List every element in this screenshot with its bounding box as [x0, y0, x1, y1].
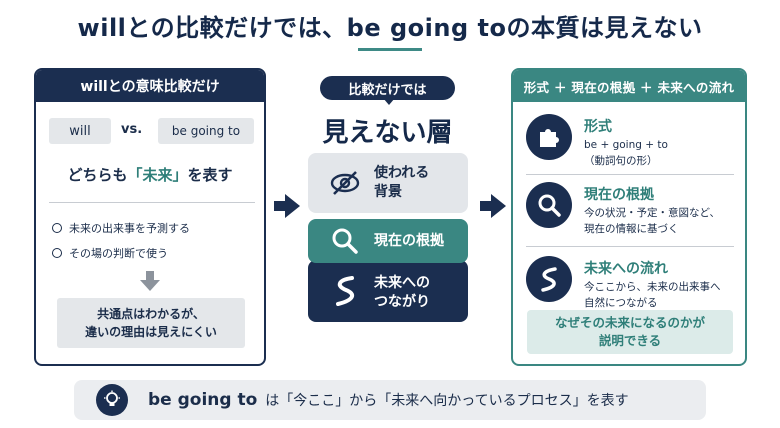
arrow-right-icon [480, 194, 506, 218]
structure-item-line: 今ここから、未来の出来事へ [584, 281, 721, 293]
right-divider [526, 174, 734, 175]
summary-text: be going to は「今ここ」から「未来へ向かっているプロセス」を表す [148, 390, 629, 410]
summary-bar: be going to は「今ここ」から「未来へ向かっているプロセス」を表す [74, 380, 706, 420]
circle-bullet-icon [52, 223, 62, 233]
invisible-layer-heading: 見えない層 [322, 118, 453, 148]
structure-item-text: be + going + to （動詞句の形） [584, 138, 668, 170]
both-highlight: 「未来」 [127, 166, 188, 184]
winding-road-icon [336, 276, 355, 306]
structure-header: 形式 ＋ 現在の根拠 ＋ 未来への流れ [513, 70, 745, 102]
structure-item-text: 今の状況・予定・意図など、 現在の情報に基づく [584, 206, 720, 238]
both-future-statement: どちらも「未来」を表す [36, 164, 264, 185]
layer-connection: 未来への つながり [308, 260, 468, 322]
search-icon [526, 182, 572, 228]
left-divider [49, 202, 255, 203]
layer-present-basis-label: 現在の根拠 [374, 232, 444, 249]
will-comparison-header: willとの意味比較だけ [36, 70, 264, 102]
layer-line: 使われる [374, 165, 430, 182]
structure-item-line: （動詞句の形） [584, 154, 658, 167]
common-line-2: 違いの理由は見えにくい [85, 325, 217, 339]
bullet-item: 未来の出来事を予測する [52, 220, 190, 236]
structure-item-line: 今の状況・予定・意図など、 [584, 207, 720, 219]
structure-item-title: 形式 [584, 119, 612, 135]
eye-slash-icon [330, 171, 360, 195]
conclusion-line: なぜその未来になるのかが [554, 314, 705, 330]
layer-background-label: 使われる 背景 [374, 164, 429, 202]
be-going-to-pill: be going to [158, 118, 254, 144]
summary-keyword: be going to [148, 390, 258, 410]
structure-item-line: 自然につながる [584, 296, 658, 309]
puzzle-icon [526, 114, 572, 160]
search-icon [332, 228, 358, 254]
layer-present-basis: 現在の根拠 [308, 219, 468, 263]
badge-tail [383, 98, 395, 105]
both-pre: どちらも [67, 166, 128, 184]
page-title: willとの比較だけでは、be going toの本質は見えない [77, 14, 703, 42]
bullet-text: その場の判断で使う [69, 247, 168, 260]
be-going-to-structure-panel: 形式 ＋ 現在の根拠 ＋ 未来への流れ 形式 be + going + to （… [511, 68, 747, 366]
layer-connection-label: 未来への つながり [374, 274, 430, 312]
right-divider [526, 246, 734, 247]
title-underline [358, 48, 422, 51]
layer-line: つながり [374, 294, 430, 310]
common-line-1: 共通点はわかるが、 [97, 307, 205, 321]
summary-body: は「今ここ」から「未来へ向かっているプロセス」を表す [265, 393, 629, 409]
structure-item-text: 今ここから、未来の出来事へ 自然につながる [584, 280, 721, 312]
will-pill: will [49, 118, 111, 144]
both-post: を表す [187, 166, 233, 184]
structure-item-title: 現在の根拠 [584, 187, 654, 203]
arrow-down-icon [140, 271, 160, 291]
layer-line: 背景 [374, 184, 402, 200]
layer-line: 未来への [374, 275, 430, 292]
structure-item-title: 未来への流れ [584, 261, 668, 277]
arrow-right-icon [274, 194, 300, 218]
bullet-item: その場の判断で使う [52, 245, 168, 261]
conclusion-line: 説明できる [598, 333, 662, 348]
lightbulb-icon [96, 384, 128, 416]
structure-item-line: 現在の情報に基づく [584, 222, 679, 235]
will-comparison-panel: willとの意味比較だけ will vs. be going to どちらも「未… [34, 68, 266, 366]
common-point-box: 共通点はわかるが、 違いの理由は見えにくい [57, 298, 245, 348]
bullet-text: 未来の出来事を予測する [69, 222, 190, 235]
vs-label: vs. [121, 122, 143, 137]
circle-bullet-icon [52, 248, 62, 258]
structure-item-line: be + going + to [584, 139, 668, 151]
path-icon [526, 256, 572, 302]
comparison-only-badge: 比較だけでは [320, 76, 455, 100]
vs-row: will vs. be going to [36, 118, 264, 144]
layer-background: 使われる 背景 [308, 153, 468, 213]
conclusion-box: なぜその未来になるのかが 説明できる [527, 310, 733, 354]
